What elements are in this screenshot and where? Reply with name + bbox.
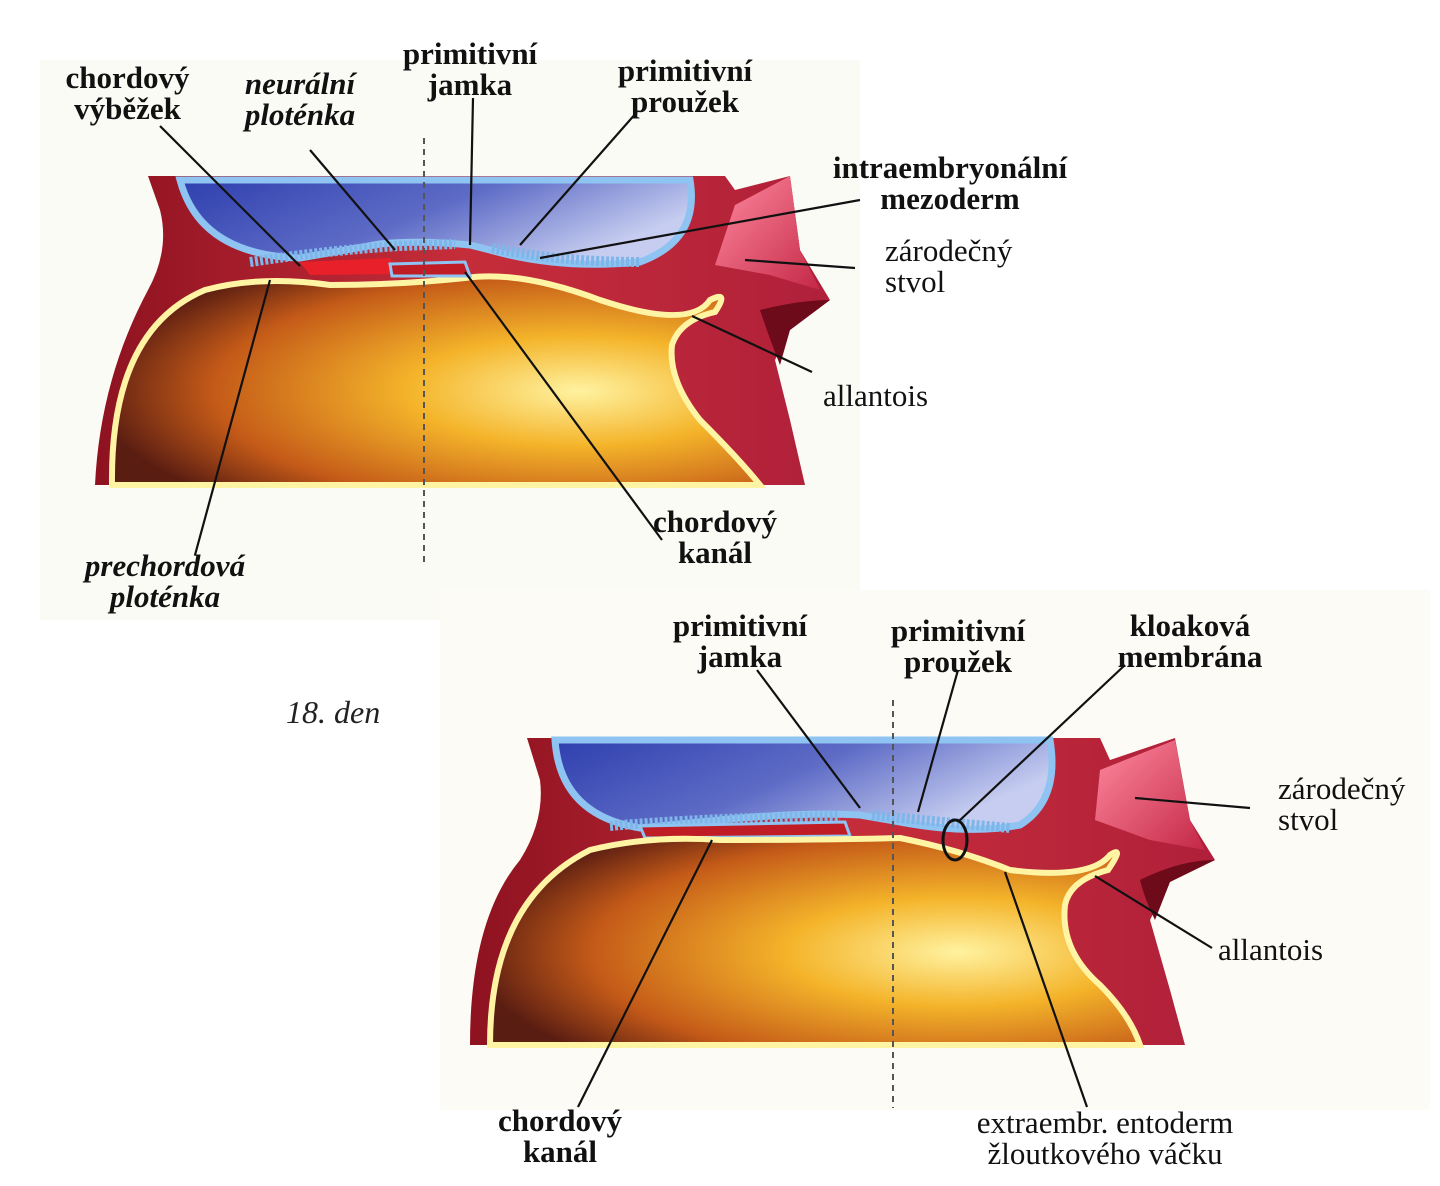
top-prechordal-strip <box>300 258 400 275</box>
bottom-ectoderm <box>609 810 1011 833</box>
caption-day: 18. den <box>286 694 381 730</box>
top-amniotic-cavity <box>175 176 695 268</box>
bottom-leader-lines <box>577 664 1251 1108</box>
embryo-top <box>40 60 861 620</box>
bottom-notochordal-canal <box>637 820 853 840</box>
top-notochordal-process <box>388 260 473 278</box>
embryo-bottom <box>440 590 1430 1110</box>
top-connecting-stalk <box>715 176 820 290</box>
label-allantois-top: allantois <box>823 378 929 413</box>
top-ectoderm <box>249 239 641 267</box>
bottom-cloacal-membrane <box>941 818 969 862</box>
top-yolk-sac <box>108 273 767 488</box>
label-allantois-bottom: allantois <box>1218 932 1324 967</box>
bottom-yolk-sac <box>486 834 1145 1048</box>
bottom-connecting-stalk <box>1095 740 1205 850</box>
top-stalk-groove <box>760 300 830 365</box>
bottom-amniotic-cavity <box>551 736 1056 833</box>
bottom-stalk-groove <box>1140 860 1215 920</box>
top-leader-lines <box>159 97 861 556</box>
